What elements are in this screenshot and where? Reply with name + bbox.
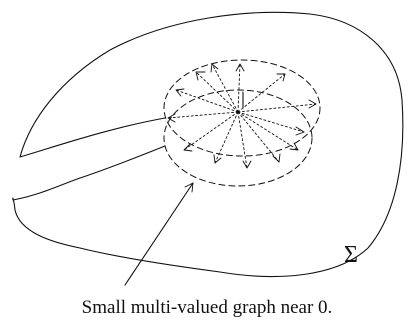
radial-arrow-10 bbox=[167, 111, 239, 119]
radial-arrow-7 bbox=[237, 111, 248, 169]
radial-arrow-11 bbox=[175, 89, 239, 113]
radial-arrow-8 bbox=[214, 111, 239, 164]
slit-upper-edge bbox=[19, 117, 166, 158]
dashed-disc-lower bbox=[163, 89, 313, 187]
figure-caption: Small multi-valued graph near 0. bbox=[82, 297, 333, 318]
radial-arrow-9 bbox=[183, 111, 239, 151]
pointer-line bbox=[124, 182, 194, 286]
radial-arrow-13 bbox=[211, 63, 239, 113]
slit-lower-edge bbox=[12, 145, 166, 201]
radial-arrow-4 bbox=[237, 103, 317, 113]
sigma-label: Σ bbox=[344, 242, 358, 268]
radial-arrow-5 bbox=[237, 111, 305, 133]
radial-arrow-1 bbox=[195, 71, 239, 113]
radial-arrow-6 bbox=[237, 111, 280, 163]
surface-outline bbox=[12, 11, 404, 278]
dashed-disc-upper bbox=[163, 59, 321, 157]
radial-arrow-3 bbox=[237, 73, 286, 113]
radial-arrow-2 bbox=[237, 63, 241, 113]
radial-arrow-12 bbox=[237, 111, 299, 151]
radial-arrows bbox=[167, 63, 317, 169]
pointer-arrow-head bbox=[184, 182, 194, 193]
